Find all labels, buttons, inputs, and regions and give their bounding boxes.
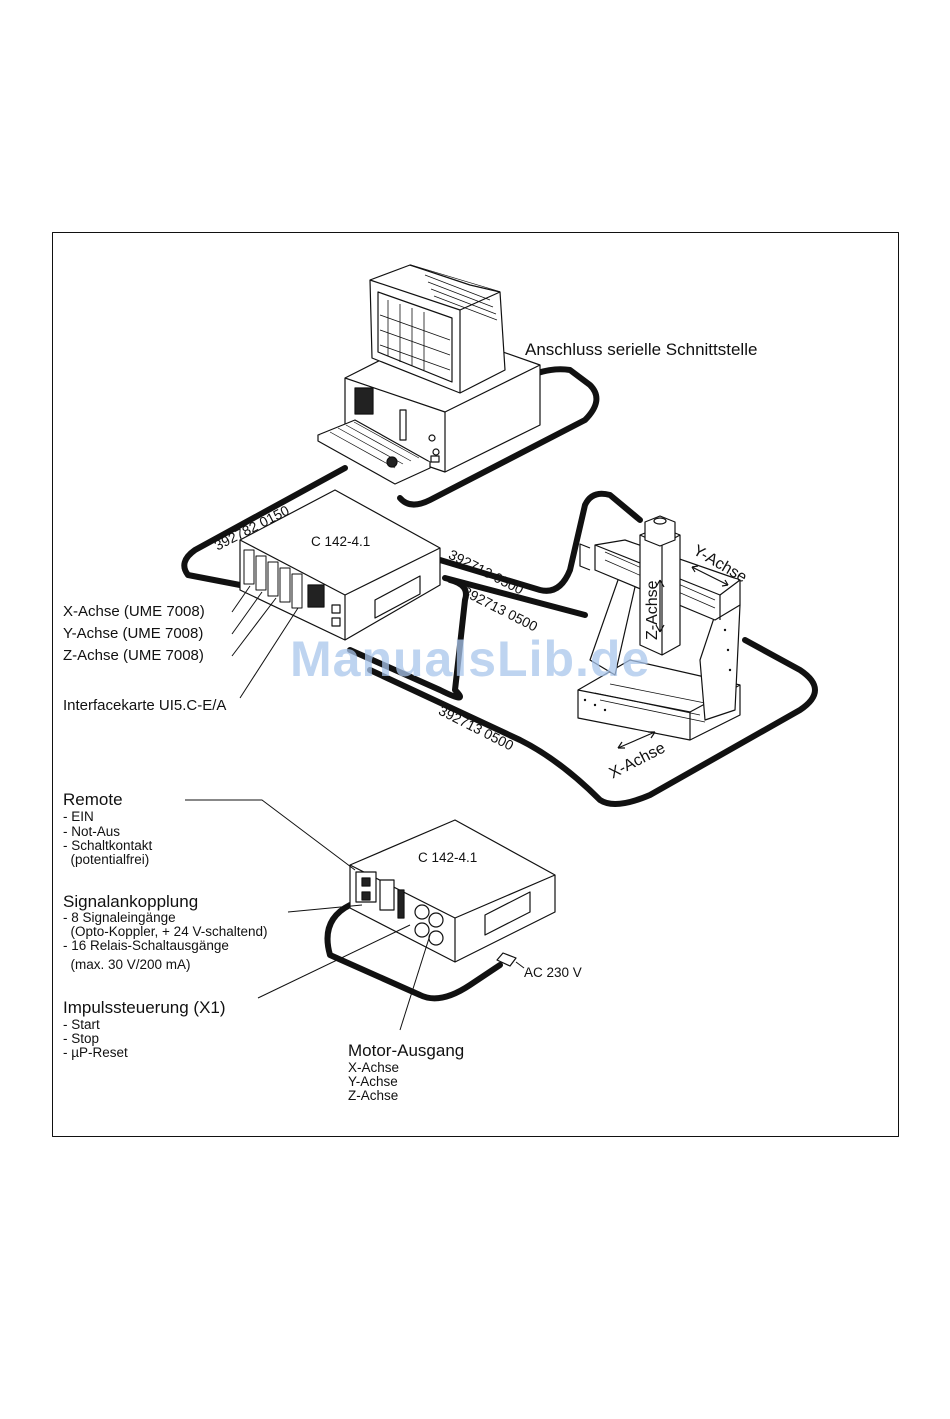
impulse-item: - Stop <box>63 1031 100 1046</box>
serial-connection-label: Anschluss serielle Schnittstelle <box>525 340 758 359</box>
card-z-label: Z-Achse (UME 7008) <box>63 647 204 664</box>
card-x-label: X-Achse (UME 7008) <box>63 603 205 620</box>
watermark: ManualsLib.de <box>290 631 651 687</box>
signal-item: - 8 Signaleingänge <box>63 910 176 925</box>
motor-item: Z-Achse <box>348 1088 399 1103</box>
pointer-lines <box>185 799 525 1031</box>
remote-item: - Not-Aus <box>63 824 121 839</box>
signal-item: (Opto-Koppler, + 24 V-schaltend) <box>63 924 268 939</box>
frame <box>52 232 899 1137</box>
motor-title: Motor-Ausgang <box>348 1041 465 1060</box>
motor-item: X-Achse <box>348 1060 400 1075</box>
signal-item: (max. 30 V/200 mA) <box>63 957 191 972</box>
remote-item: - EIN <box>63 809 94 824</box>
motor-item: Y-Achse <box>348 1074 398 1089</box>
card-y-label: Y-Achse (UME 7008) <box>63 625 204 642</box>
controller-bottom-label: C 142-4.1 <box>418 850 478 865</box>
remote-title: Remote <box>63 790 123 809</box>
machine <box>577 515 741 749</box>
signal-title: Signalankopplung <box>63 892 199 911</box>
impulse-item: - µP-Reset <box>63 1045 128 1060</box>
ac-power-label: AC 230 V <box>524 965 582 980</box>
signal-item: - 16 Relais-Schaltausgänge <box>63 938 229 953</box>
controller-top <box>231 489 441 699</box>
remote-item: (potentialfrei) <box>63 852 150 867</box>
interface-card-label: Interfacekarte UI5.C-E/A <box>63 697 227 714</box>
impulse-item: - Start <box>63 1017 100 1032</box>
impulse-title: Impulssteuerung (X1) <box>63 998 226 1017</box>
remote-item: - Schaltkontakt <box>63 838 153 853</box>
controller-top-label: C 142-4.1 <box>311 534 371 549</box>
controller-bottom <box>349 819 556 967</box>
computer <box>317 264 541 485</box>
